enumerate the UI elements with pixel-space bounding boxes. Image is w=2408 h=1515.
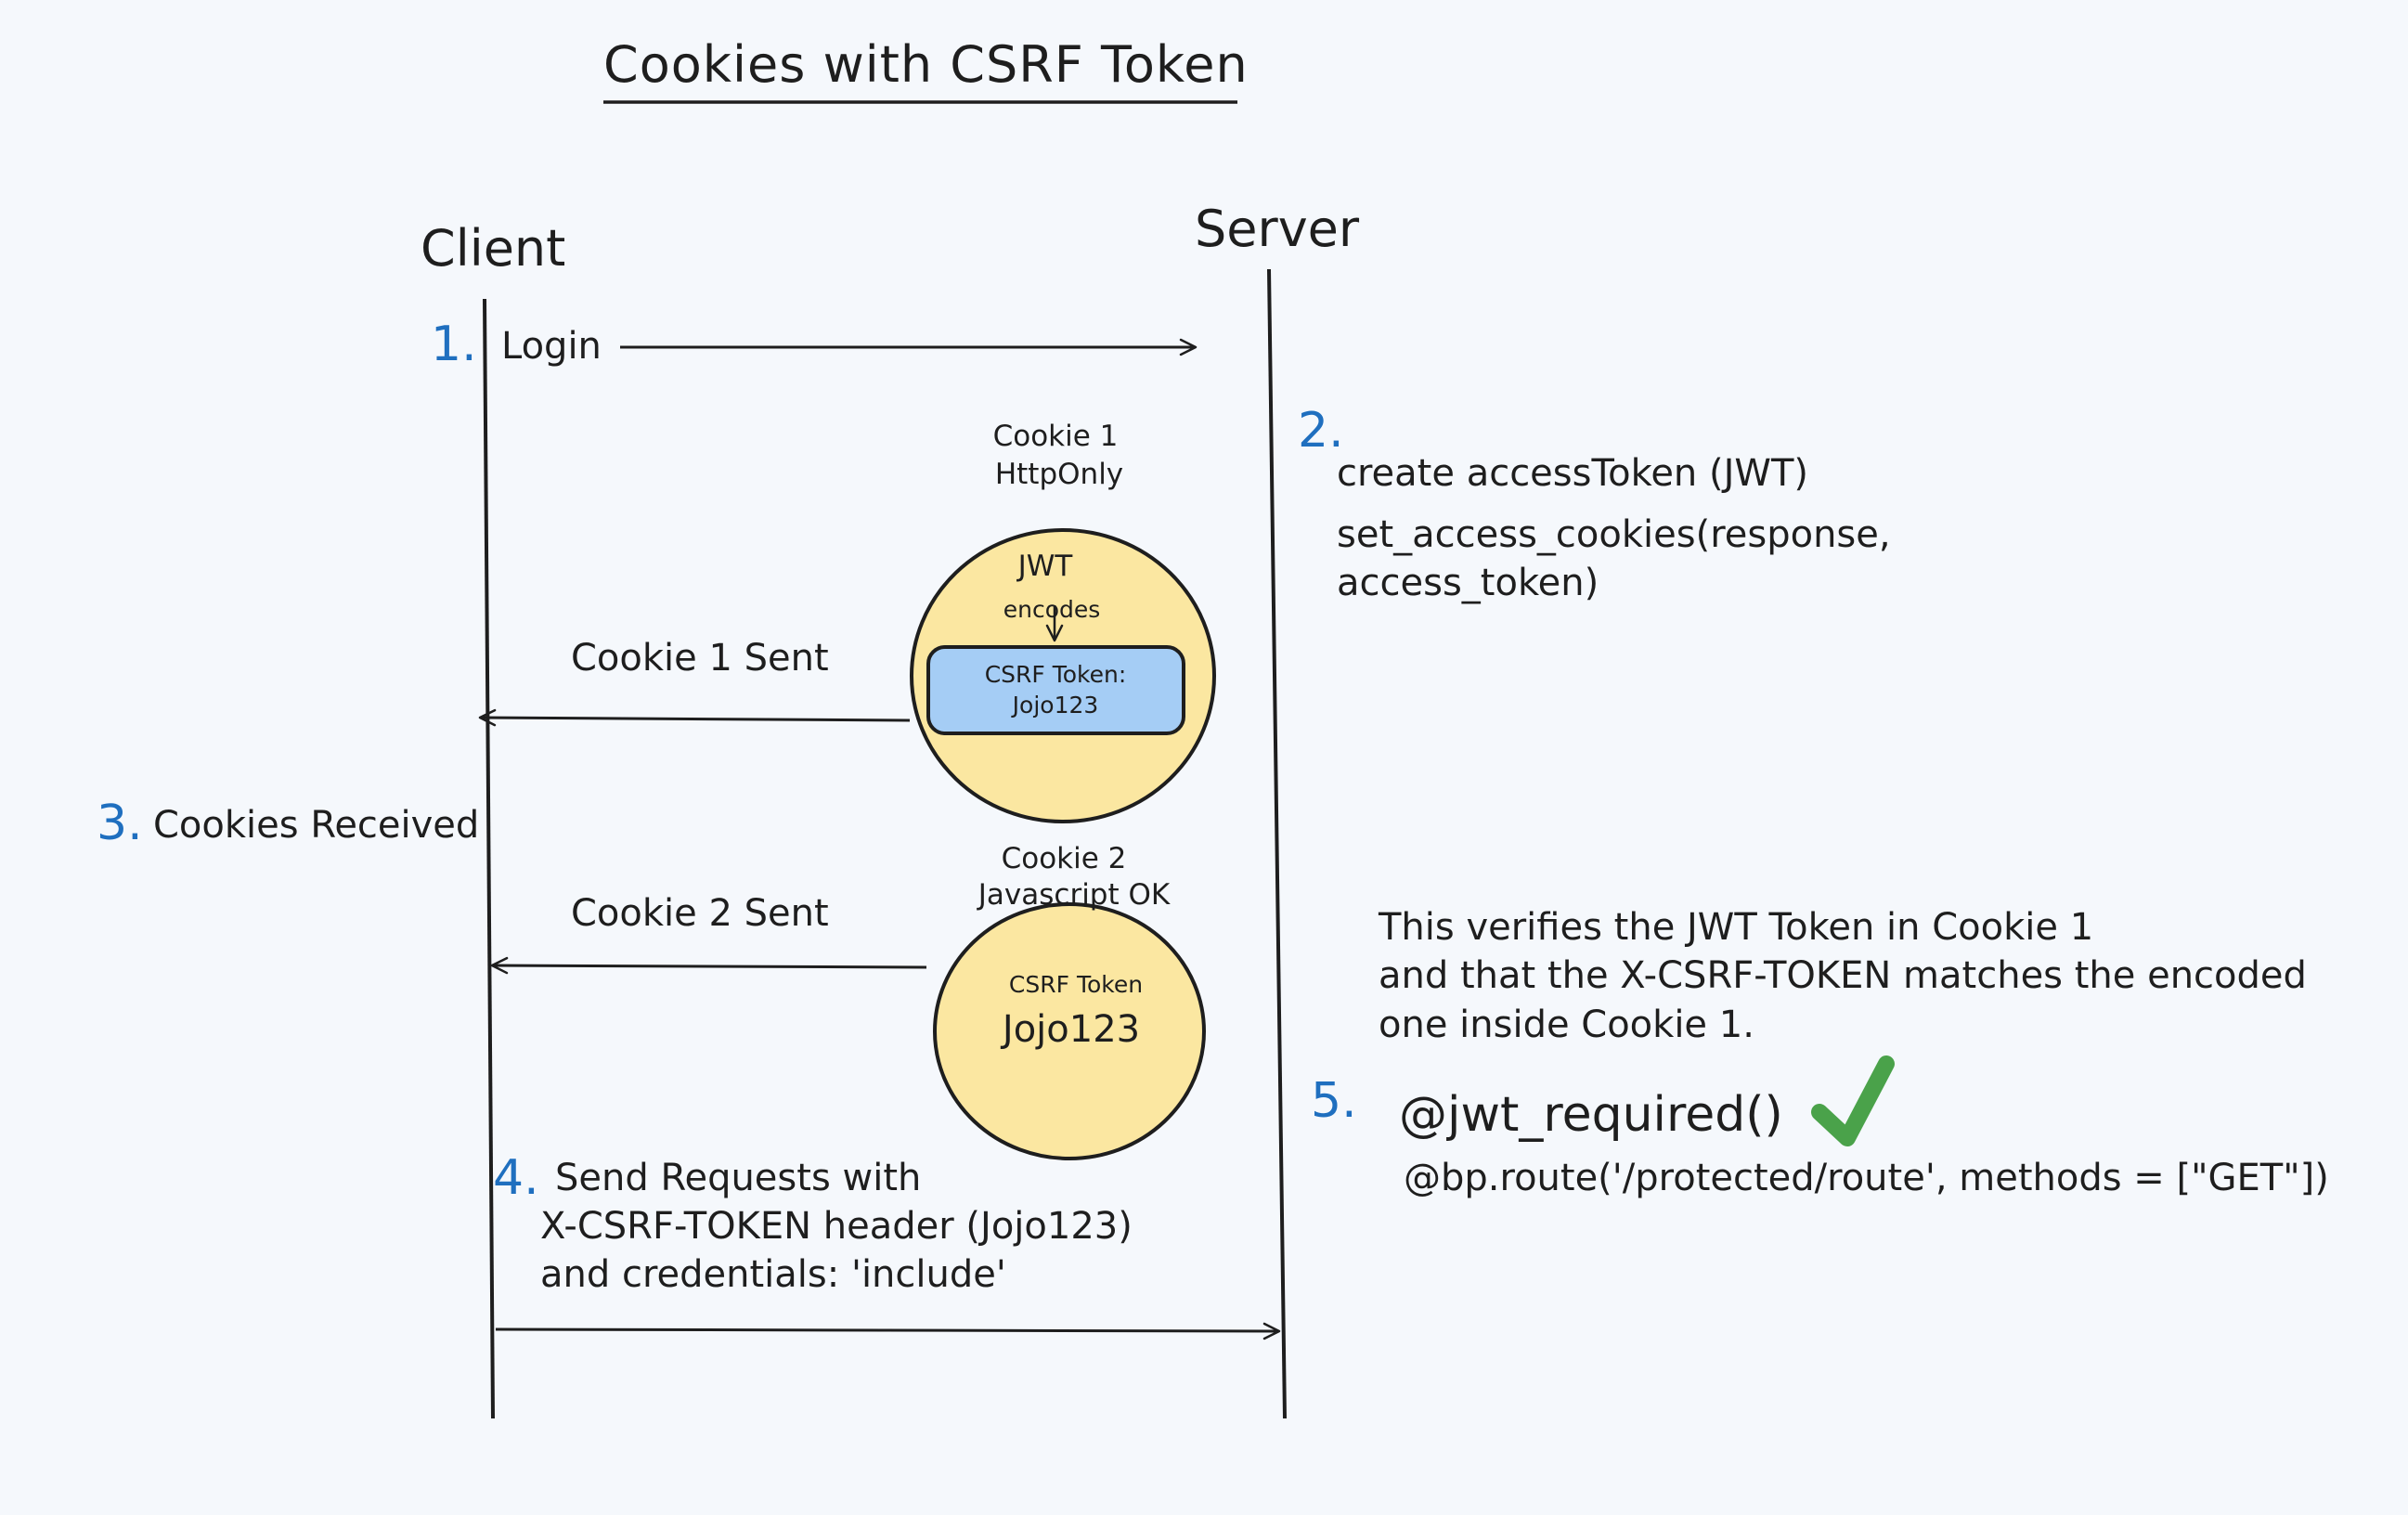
- cookie1-caption-line2: HttpOnly: [994, 458, 1124, 491]
- step5-number: 5.: [1311, 1073, 1357, 1129]
- verify-note-line2: and that the X-CSRF-TOKEN matches the en…: [1379, 954, 2307, 997]
- client-label: Client: [421, 219, 566, 278]
- cookies-received-label: Cookies Received: [153, 804, 480, 847]
- cookie1-caption-line1: Cookie 1: [992, 420, 1119, 453]
- verify-note-line1: This verifies the JWT Token in Cookie 1: [1379, 906, 2094, 949]
- diagram-title: Cookies with CSRF Token: [603, 35, 1249, 94]
- request-line1: Send Requests with: [555, 1157, 922, 1199]
- jwt-required-decorator: @jwt_required(): [1399, 1087, 1783, 1143]
- request-arrow: [495, 1322, 1281, 1340]
- csrf-token-box-line2: Jojo123: [1012, 692, 1099, 719]
- cookie2-sent-label: Cookie 2 Sent: [571, 892, 829, 935]
- server-step2-line3: access_token): [1337, 562, 1599, 604]
- step4-number: 4.: [493, 1150, 539, 1206]
- route-decorator: @bp.route('/protected/route', methods = …: [1404, 1157, 2329, 1199]
- cookie2-caption-line2: Javascript OK: [977, 878, 1171, 912]
- cookie2-sent-arrow: [490, 956, 927, 975]
- cookie2-token-label: CSRF Token: [1008, 971, 1144, 998]
- step3-number: 3.: [97, 796, 143, 851]
- verify-note-line3: one inside Cookie 1.: [1379, 1004, 1754, 1046]
- cookie1-sent-label: Cookie 1 Sent: [571, 637, 829, 680]
- cookie2-circle: [933, 902, 1206, 1160]
- csrf-token-box: [926, 645, 1185, 735]
- request-line2: X-CSRF-TOKEN header (Jojo123): [540, 1205, 1133, 1248]
- cookie2-token-value: Jojo123: [1002, 1008, 1141, 1051]
- cookie1-sent-arrow: [478, 708, 911, 727]
- client-lifeline: [483, 298, 495, 1419]
- server-label: Server: [1195, 200, 1360, 258]
- jwt-label: JWT: [1017, 550, 1073, 583]
- login-label: Login: [501, 325, 602, 368]
- request-line3: and credentials: 'include': [540, 1253, 1006, 1296]
- encodes-label: encodes: [1003, 596, 1101, 623]
- server-step2-line2: set_access_cookies(response,: [1337, 513, 1891, 556]
- server-lifeline: [1267, 268, 1287, 1419]
- step2-number: 2.: [1298, 403, 1344, 459]
- csrf-token-box-line1: CSRF Token:: [984, 661, 1127, 688]
- check-mark-icon: [1811, 1055, 1895, 1146]
- step1-number: 1.: [431, 317, 477, 372]
- server-step2-line1: create accessToken (JWT): [1337, 452, 1808, 495]
- cookie2-caption-line1: Cookie 2: [1001, 842, 1127, 875]
